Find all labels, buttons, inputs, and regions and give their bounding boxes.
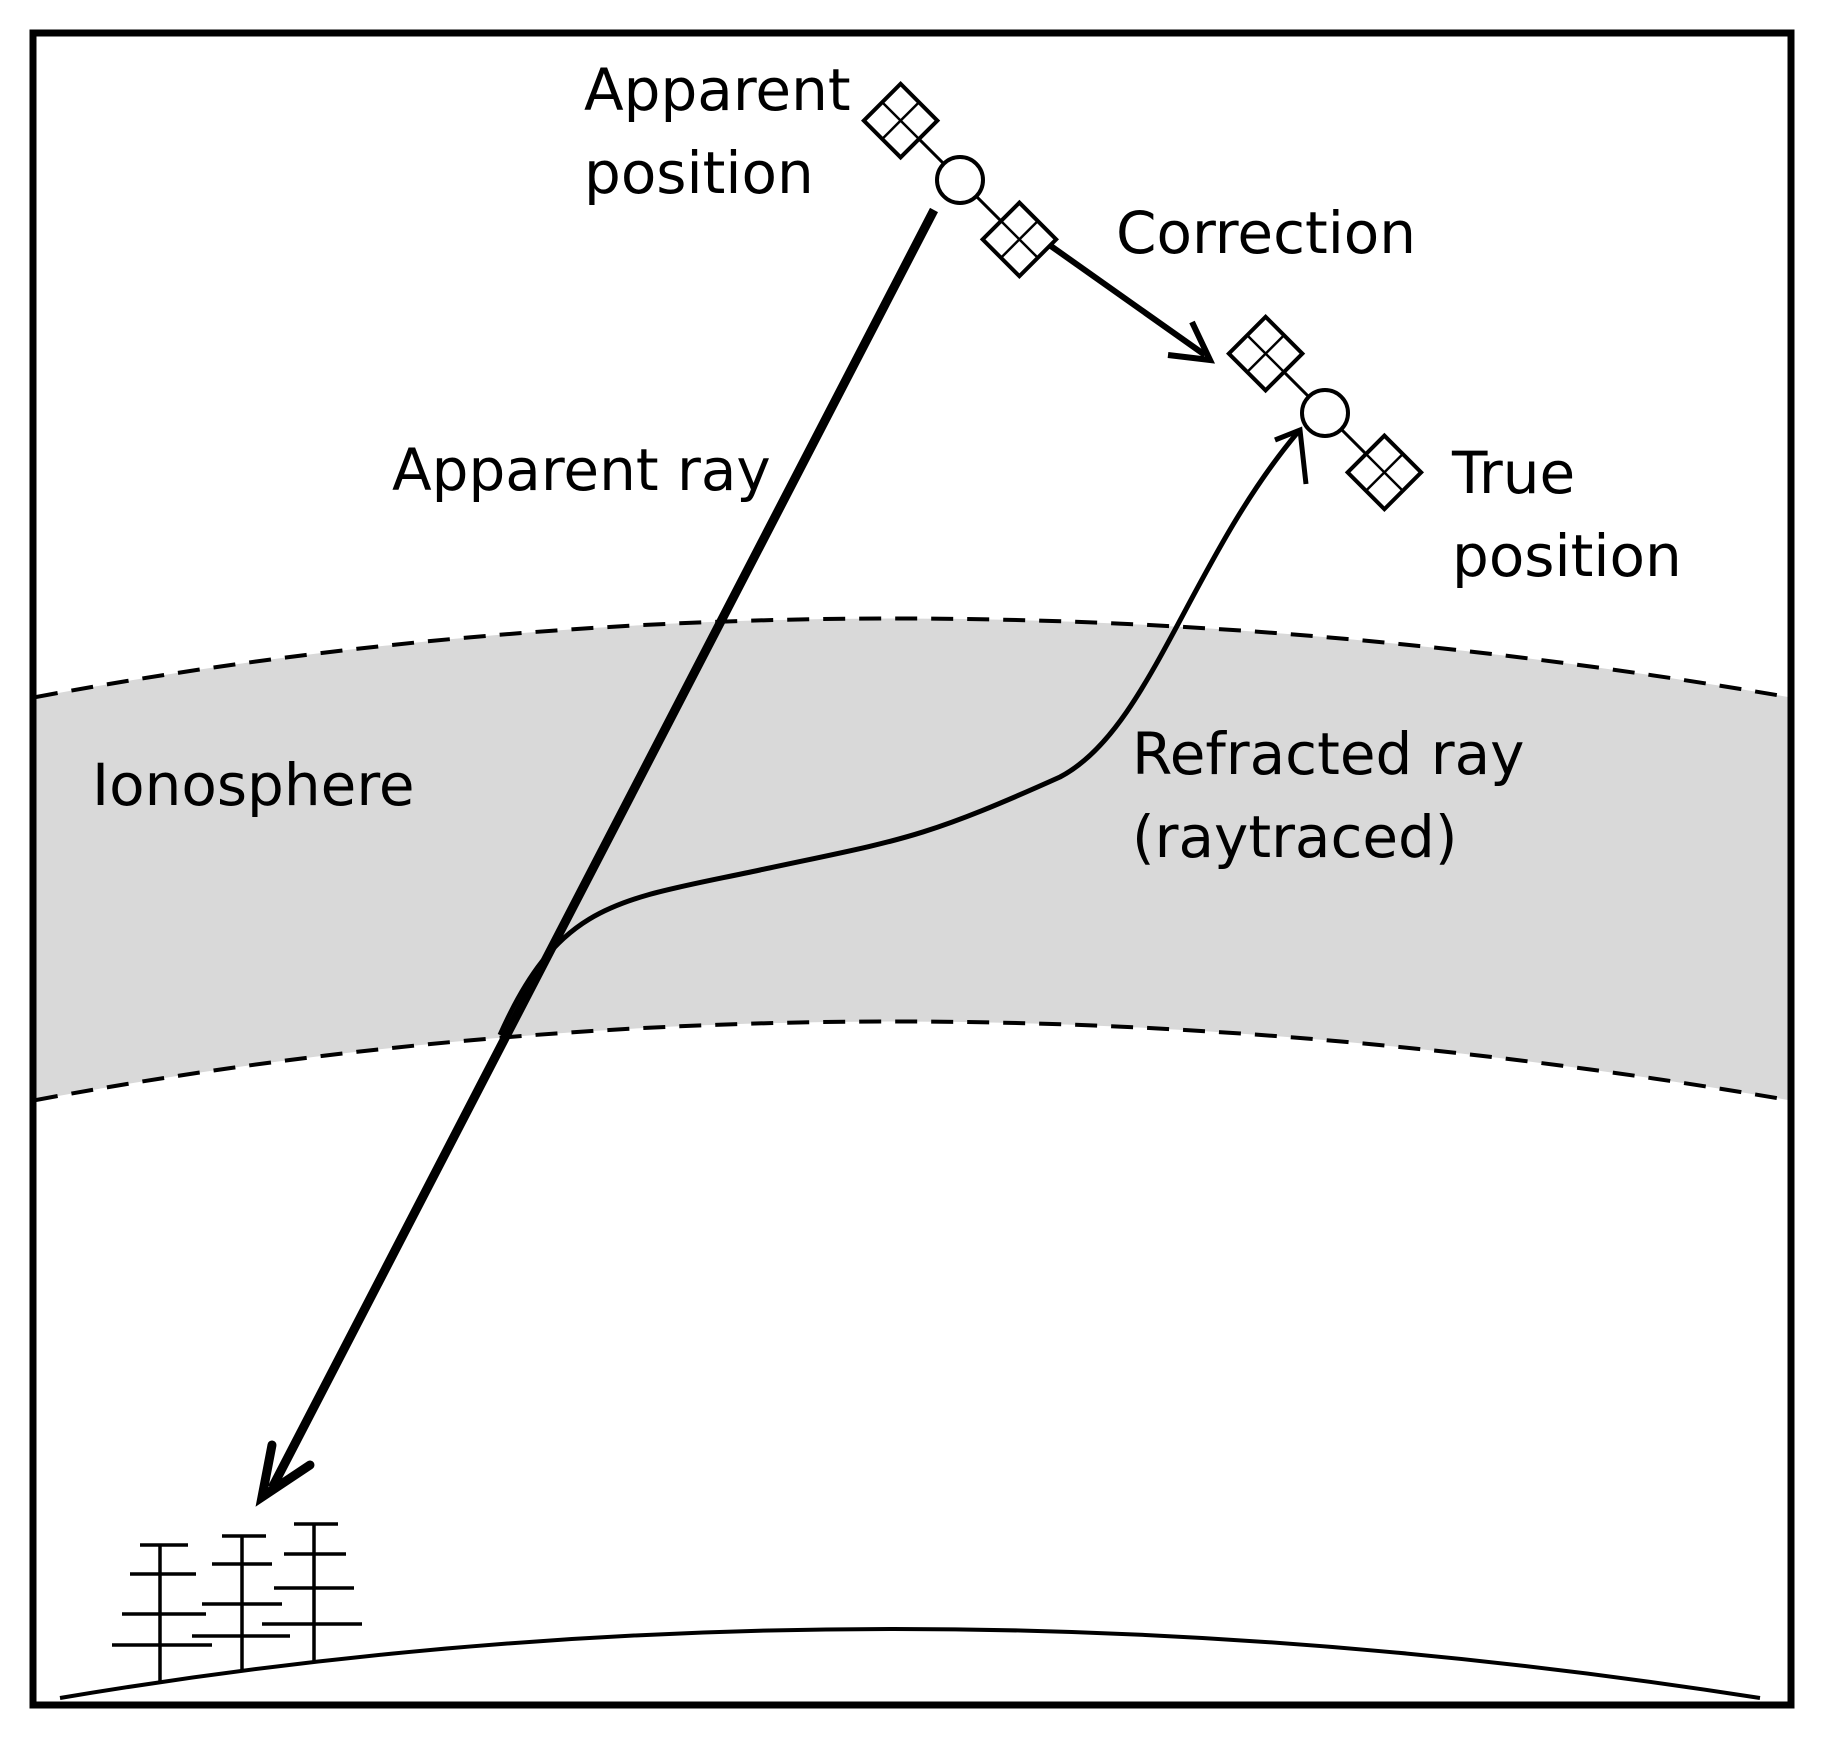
ionosphere-upper-boundary bbox=[36, 616, 1788, 699]
satellite-icon bbox=[1226, 314, 1424, 512]
antenna-array-icon bbox=[112, 1522, 362, 1682]
satellite-icon bbox=[861, 81, 1059, 279]
label-true-position-line2: position bbox=[1452, 522, 1682, 590]
correction-arrow bbox=[1046, 241, 1216, 364]
ionosphere-lower-boundary bbox=[36, 1019, 1788, 1102]
label-true-position-line1: True bbox=[1451, 439, 1575, 507]
label-apparent-position-line2: position bbox=[584, 139, 814, 207]
label-apparent-ray: Apparent ray bbox=[392, 436, 771, 504]
ionosphere-band bbox=[36, 618, 1788, 1100]
label-ionosphere: Ionosphere bbox=[92, 751, 415, 819]
refracted-ray-arrowhead bbox=[1274, 426, 1309, 485]
label-refracted-ray-line2: (raytraced) bbox=[1132, 803, 1458, 871]
apparent-ray bbox=[255, 207, 938, 1507]
label-correction: Correction bbox=[1116, 199, 1416, 267]
label-apparent-position-line1: Apparent bbox=[584, 56, 851, 124]
label-refracted-ray-line1: Refracted ray bbox=[1132, 720, 1524, 788]
diagram-frame bbox=[29, 29, 1795, 1709]
refracted-ray bbox=[497, 426, 1309, 1037]
earth-surface bbox=[59, 1627, 1761, 1700]
